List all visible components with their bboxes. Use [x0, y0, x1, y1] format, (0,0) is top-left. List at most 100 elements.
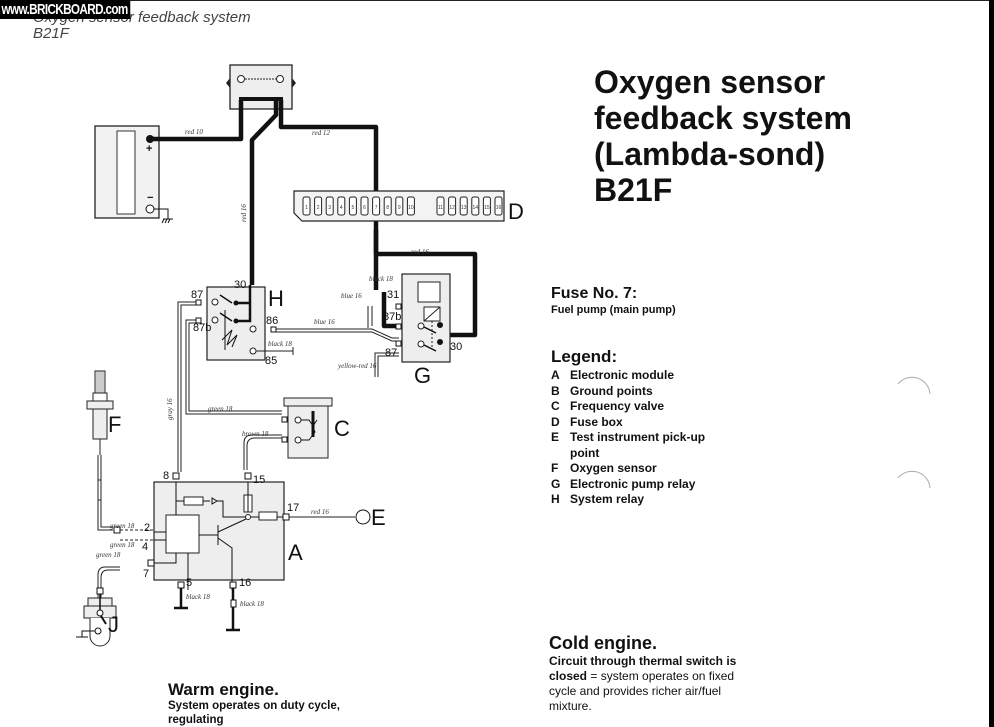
pin-g30: 30: [450, 341, 462, 353]
pin-h87: 87: [191, 289, 203, 301]
wire-label-black18-5: black 18: [186, 593, 210, 601]
pin-a7: 7: [143, 568, 149, 580]
warm-engine-text: System operates on duty cycle, regulatin…: [168, 700, 340, 726]
title-line3: (Lambda-sond): [594, 136, 826, 172]
svg-text:−: −: [147, 192, 153, 204]
wire-label-gray16: gray 16: [166, 398, 174, 420]
component-label-g: G: [414, 363, 431, 388]
fuse-3: [325, 196, 334, 216]
fuse-1: [302, 196, 311, 216]
light-wires: [97, 301, 399, 598]
wire-label-red16-e: red 16: [311, 508, 329, 516]
title-line4: B21F: [594, 172, 673, 208]
fuse-number: 9: [398, 205, 401, 211]
fuse-number: 2: [317, 205, 320, 211]
title-line1: Oxygen sensor: [594, 64, 826, 100]
wire-label-red10: red 10: [185, 128, 203, 136]
page-title: Oxygen sensor feedback system (Lambda-so…: [594, 64, 852, 208]
wire-label-green18-2: green 18: [110, 522, 135, 530]
legend-key: B: [551, 383, 560, 398]
warm-engine-heading: Warm engine.: [168, 680, 279, 699]
legend-key: H: [551, 492, 560, 506]
fuse-number: 14: [473, 205, 479, 211]
pin-a2: 2: [144, 522, 150, 534]
fuse-10: [406, 196, 415, 216]
thermal-switch: [76, 587, 117, 647]
fuse-number: 13: [461, 205, 467, 211]
heavy-wires: [152, 100, 478, 338]
cold-engine-heading: Cold engine.: [549, 633, 657, 653]
wire-label-green18-7: green 18: [96, 551, 121, 559]
frequency-valve: [281, 397, 333, 459]
wire-label-green18-c: green 18: [208, 405, 233, 413]
fuse-7: [372, 196, 381, 216]
legend-label: Frequency valve: [570, 399, 665, 413]
fuse-12: [448, 196, 457, 216]
binder-hole-mark: [897, 470, 931, 489]
fuse-9: [395, 196, 404, 216]
legend-label: Oxygen sensor: [570, 461, 657, 475]
fuse-number: 7: [375, 205, 378, 211]
battery: + −: [94, 125, 173, 224]
oxygen-sensor: [86, 370, 114, 455]
cold-engine-text: Circuit through thermal switch is closed…: [549, 654, 749, 714]
page-border-top: [110, 0, 990, 1]
wire-label-red16-vertical: red 16: [240, 204, 248, 222]
wire-label-blue16-a: blue 16: [341, 292, 362, 300]
cold-engine-bold: Circuit through thermal switch is closed: [549, 654, 737, 683]
wire-label-black18-16: black 18: [240, 600, 264, 608]
legend-item: C Frequency valve: [551, 399, 720, 415]
component-label-e: E: [371, 505, 386, 530]
legend-label: Test instrument pick-up point: [570, 430, 706, 460]
top-connector: [226, 64, 296, 110]
pin-h30: 30: [234, 279, 246, 291]
wire-label-red12: red 12: [312, 129, 330, 137]
fuse-4: [337, 196, 346, 216]
legend-label: Electronic pump relay: [570, 476, 696, 491]
binder-hole-mark: [897, 376, 931, 395]
fuse-number: 8: [386, 205, 389, 211]
electronic-module: [113, 472, 290, 632]
svg-text:+: +: [146, 143, 152, 155]
fuse-number: 11: [438, 205, 443, 211]
fuse-number: 10: [408, 205, 414, 211]
title-line2: feedback system: [594, 100, 852, 136]
legend-heading: Legend:: [551, 347, 618, 366]
fuse-number: 12: [449, 205, 455, 211]
test-point: [355, 509, 371, 525]
component-label-h: H: [268, 286, 284, 311]
fuse-8: [383, 196, 392, 216]
pin-h87b: 87b: [193, 322, 211, 334]
fuse-16: [494, 196, 503, 216]
wire-label-red16-g: red 16: [411, 248, 429, 256]
legend-key: E: [551, 430, 560, 444]
pin-a17: 17: [287, 502, 299, 514]
watermark: www.BRICKBOARD.com: [0, 0, 131, 19]
legend-key: G: [551, 476, 561, 491]
fuse-5: [348, 196, 357, 216]
wire-label-brown18: brown 18: [242, 430, 269, 438]
fuse-number: 16: [496, 205, 502, 211]
wire-label-black18-h: black 18: [268, 340, 292, 348]
component-label-a: A: [288, 540, 303, 565]
wire-label-yellow-red16: yellow-red 16: [337, 362, 377, 370]
legend-key: C: [551, 399, 560, 413]
fuse-number: 5: [352, 205, 355, 211]
pin-a5: 5: [186, 577, 192, 589]
pin-h85: 85: [265, 355, 277, 367]
wire-label-black18-g: black 18: [369, 275, 393, 283]
fuse-number: 3: [328, 205, 331, 211]
legend-item: E Test instrument pick-up point: [551, 430, 720, 461]
pin-h86: 86: [266, 315, 278, 327]
scan-edge: [989, 0, 994, 727]
header-line2: B21F: [33, 25, 69, 42]
fuse-14: [471, 196, 480, 216]
fuse-heading: Fuse No. 7:: [551, 285, 638, 302]
fuse-number: 15: [484, 205, 490, 211]
